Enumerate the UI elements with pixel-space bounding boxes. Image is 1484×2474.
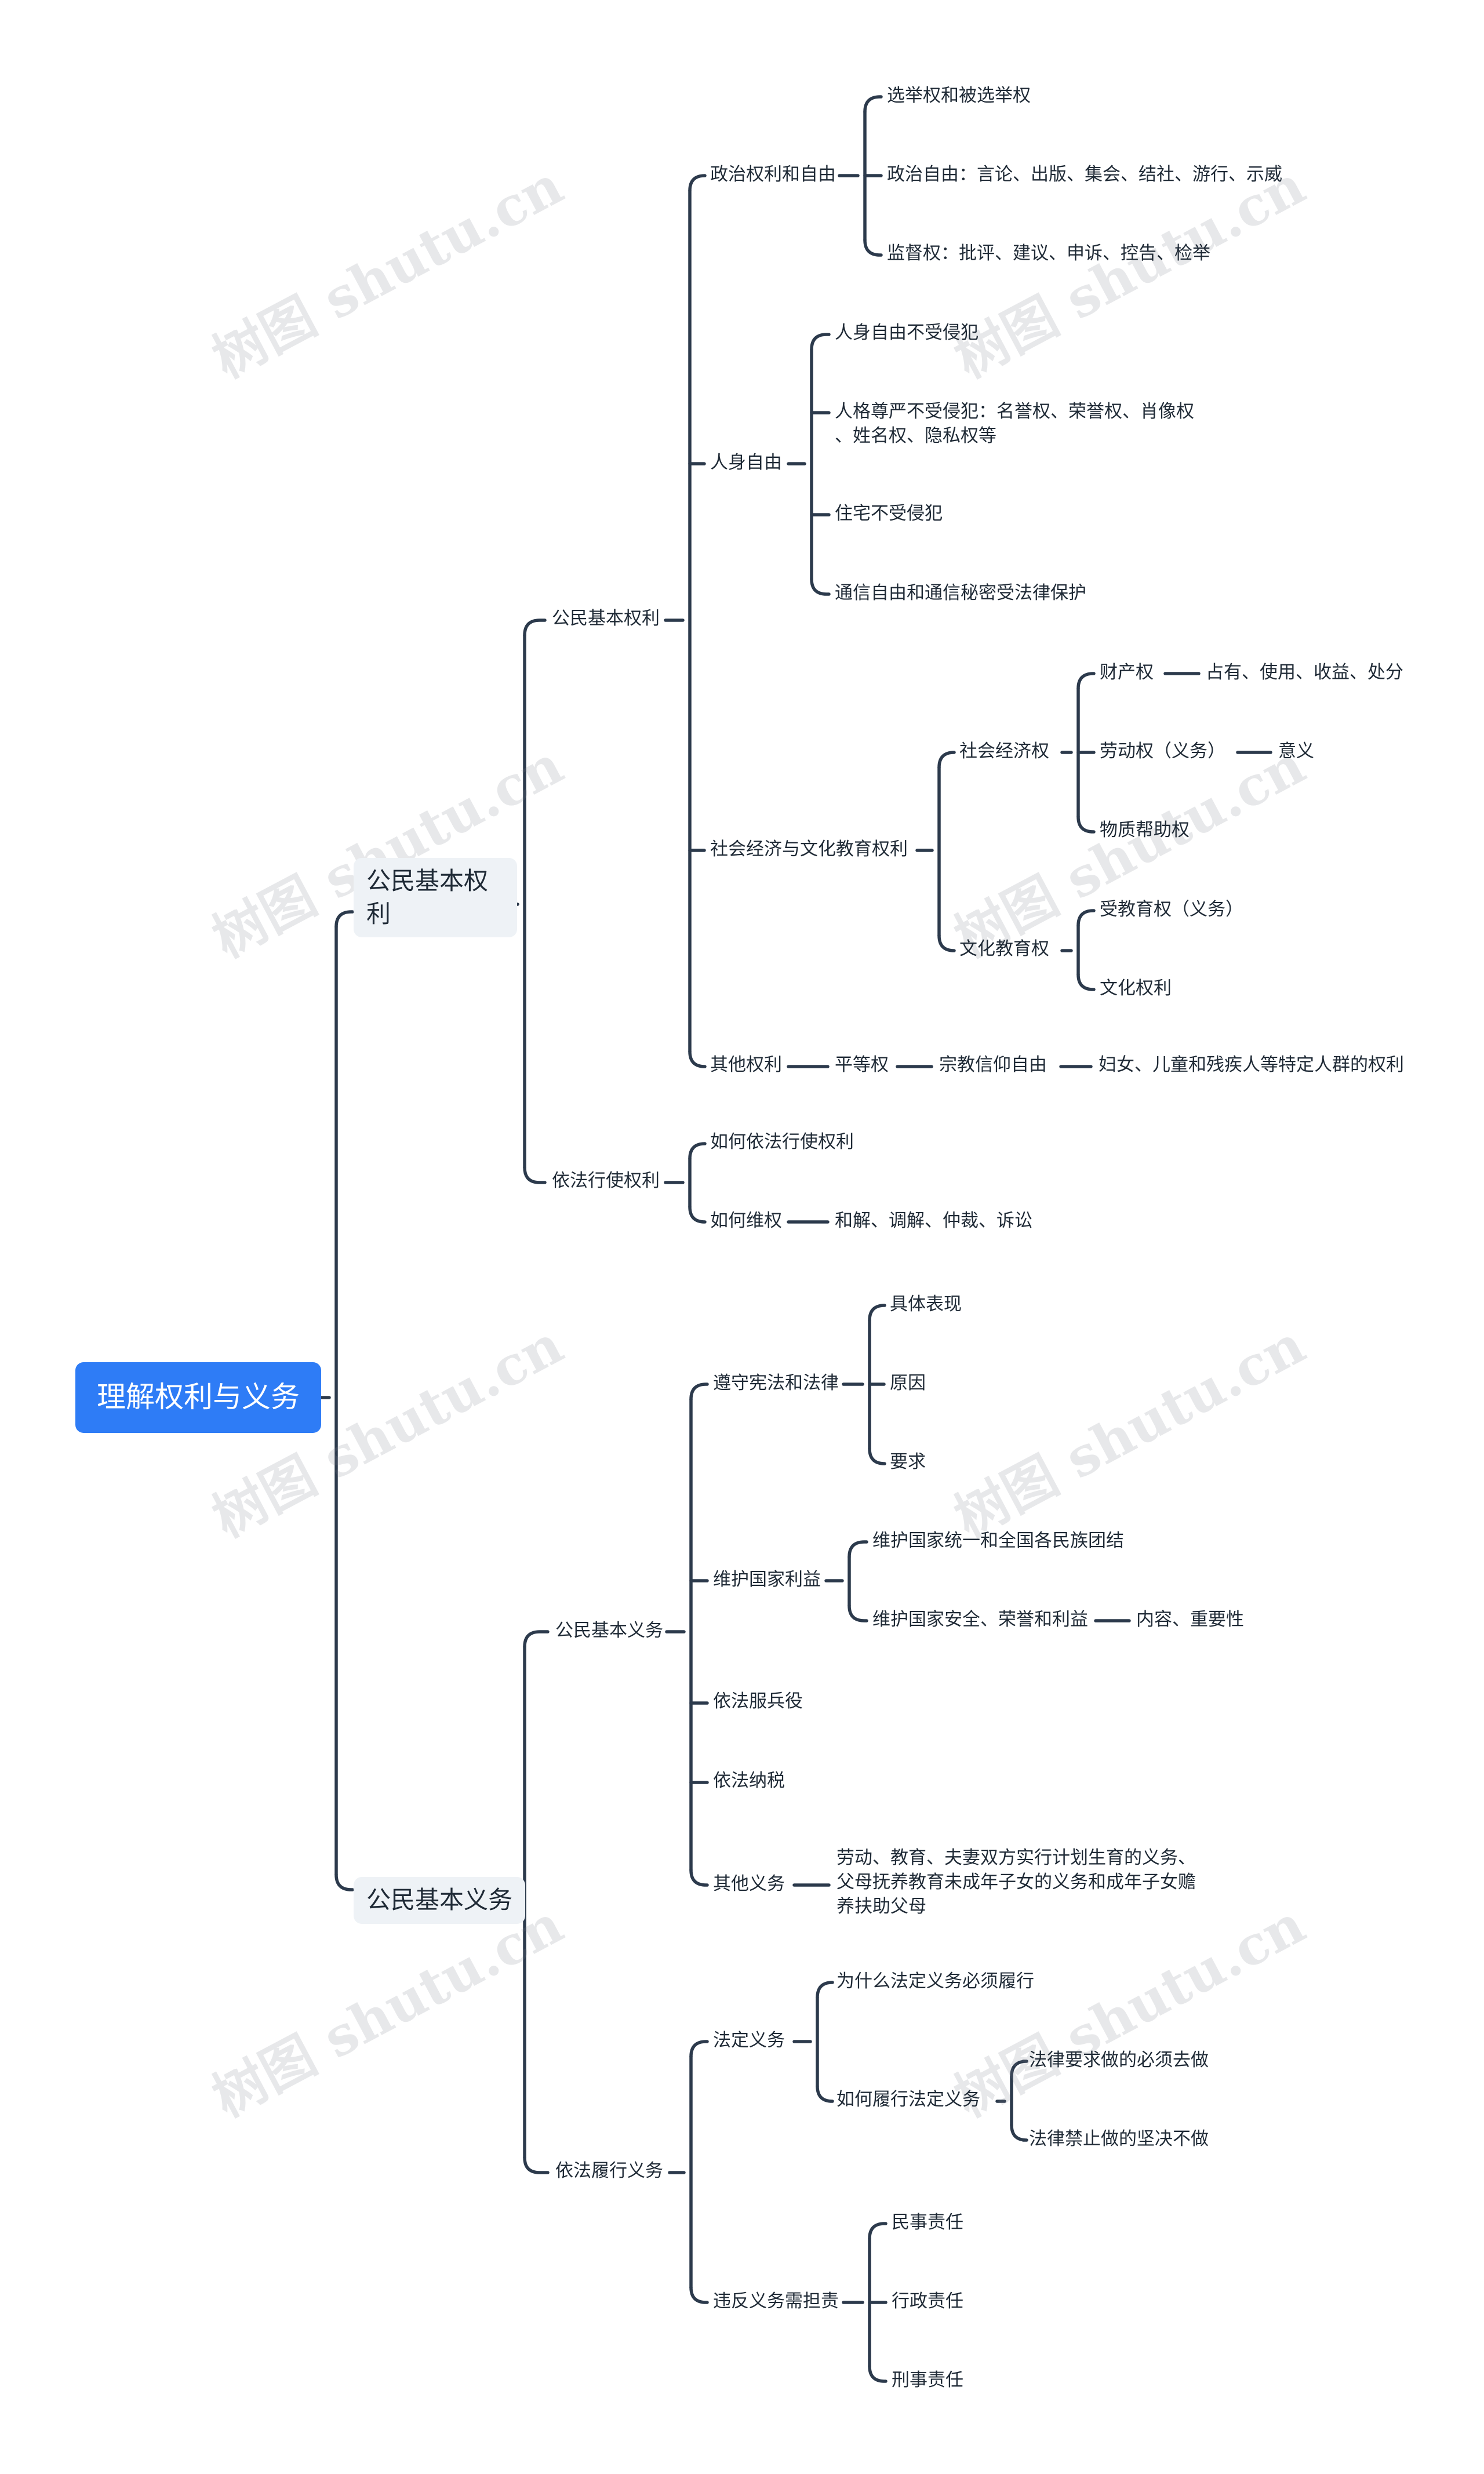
node-must-do[interactable]: 法律要求做的必须去做 [1029, 2050, 1209, 2071]
connector [1076, 672, 1096, 690]
topic-civil-rights[interactable]: 公民基本权 利 [354, 858, 517, 938]
node-obey-reason[interactable]: 原因 [890, 1373, 926, 1394]
connector [810, 333, 831, 351]
node-obey-show[interactable]: 具体表现 [890, 1294, 962, 1315]
node-culture[interactable]: 文化权利 [1100, 978, 1172, 999]
topic-label-line2: 利 [366, 899, 391, 928]
connector [689, 2040, 709, 2058]
node-how-perform[interactable]: 如何履行法定义务 [836, 2089, 980, 2110]
connector [863, 95, 883, 114]
node-labor-detail[interactable]: 意义 [1278, 741, 1314, 762]
node-national-interest[interactable]: 维护国家利益 [713, 1569, 821, 1590]
node-violate[interactable]: 违反义务需担责 [713, 2291, 839, 2312]
node-political-freedom[interactable]: 政治自由：言论、出版、集会、结社、游行、示威 [887, 164, 1282, 185]
other-duties-line2: 父母抚养教育未成年子女的义务和成年子女赡 [836, 1871, 1196, 1893]
connector [689, 2286, 709, 2304]
node-supervise[interactable]: 监督权：批评、建议、申诉、控告、检举 [887, 243, 1210, 264]
node-forbid[interactable]: 法律禁止做的坚决不做 [1029, 2129, 1209, 2149]
node-dignity-line1: 人格尊严不受侵犯：名誉权、荣誉权、肖像权 [835, 401, 1194, 422]
node-tax[interactable]: 依法纳税 [713, 1770, 785, 1791]
connector [1010, 2123, 1028, 2142]
node-basic-rights[interactable]: 公民基本权利 [552, 608, 660, 629]
node-security-detail[interactable]: 内容、重要性 [1136, 1609, 1244, 1630]
node-special-groups[interactable]: 妇女、儿童和残疾人等特定人群的权利 [1099, 1054, 1404, 1075]
node-culture-edu[interactable]: 文化教育权 [959, 938, 1049, 959]
connector [868, 2364, 888, 2383]
node-basic-duties[interactable]: 公民基本义务 [555, 1620, 663, 1641]
node-body-freedom[interactable]: 人身自由不受侵犯 [835, 322, 979, 343]
connector [688, 1050, 707, 1068]
connector [523, 1630, 550, 1649]
node-how-exercise[interactable]: 如何依法行使权利 [710, 1132, 854, 1152]
connector [334, 1873, 354, 1891]
connector [863, 238, 883, 257]
node-security[interactable]: 维护国家安全、荣誉和利益 [872, 1609, 1088, 1630]
connector [868, 2222, 888, 2240]
node-property-detail[interactable]: 占有、使用、收益、处分 [1206, 662, 1403, 683]
node-communication[interactable]: 通信自由和通信秘密受法律保护 [835, 583, 1086, 603]
connector [689, 1868, 709, 1887]
connector [816, 1981, 834, 1999]
node-dignity-line2: 、姓名权、隐私权等 [835, 425, 996, 446]
node-other-duties-detail[interactable]: 劳动、教育、夫妻双方实行计划生育的义务、 父母抚养教育未成年子女的义务和成年子女… [836, 1846, 1196, 1919]
connector [689, 1382, 709, 1401]
node-military[interactable]: 依法服兵役 [713, 1691, 803, 1712]
connector [937, 751, 956, 769]
connector [848, 1604, 868, 1622]
node-exercise-rights[interactable]: 依法行使权利 [552, 1170, 660, 1191]
connector [1076, 973, 1096, 991]
node-education[interactable]: 受教育权（义务） [1100, 899, 1243, 920]
node-obey-law[interactable]: 遵守宪法和法律 [713, 1373, 839, 1394]
node-socio-econ[interactable]: 社会经济权 [959, 741, 1049, 762]
node-socio-rights[interactable]: 社会经济与文化教育权利 [710, 839, 908, 860]
connector [868, 1447, 886, 1465]
connector [810, 577, 831, 596]
node-labor[interactable]: 劳动权（义务） [1100, 741, 1225, 762]
other-duties-line1: 劳动、教育、夫妻双方实行计划生育的义务、 [836, 1847, 1196, 1868]
node-vote[interactable]: 选举权和被选举权 [887, 85, 1031, 106]
node-equality[interactable]: 平等权 [835, 1054, 889, 1075]
connector [523, 1166, 547, 1184]
node-civil-liability[interactable]: 民事责任 [892, 2212, 963, 2233]
connector [1076, 815, 1096, 834]
connector [688, 174, 707, 192]
connector [848, 1540, 868, 1559]
node-obey-requirement[interactable]: 要求 [890, 1451, 926, 1472]
connector [1010, 2060, 1028, 2078]
topic-civil-duties[interactable]: 公民基本义务 [354, 1877, 526, 1924]
node-admin-liability[interactable]: 行政责任 [892, 2291, 963, 2312]
connector [688, 1142, 707, 1160]
node-other-rights[interactable]: 其他权利 [710, 1054, 782, 1075]
node-legal-duties[interactable]: 法定义务 [713, 2030, 785, 2051]
node-home[interactable]: 住宅不受侵犯 [835, 503, 943, 524]
other-duties-line3: 养扶助父母 [836, 1895, 926, 1917]
node-protect-detail[interactable]: 和解、调解、仲裁、诉讼 [835, 1210, 1032, 1231]
topic-label-line1: 公民基本权 [366, 867, 489, 895]
node-other-duties[interactable]: 其他义务 [713, 1873, 785, 1894]
connector [868, 1304, 886, 1322]
node-material[interactable]: 物质帮助权 [1100, 820, 1190, 841]
node-perform-duties[interactable]: 依法履行义务 [555, 2160, 663, 2181]
connector [937, 934, 956, 952]
connector [523, 2156, 550, 2174]
connector [523, 618, 547, 637]
node-personal-freedom[interactable]: 人身自由 [710, 452, 782, 473]
connector [334, 910, 354, 929]
node-why-perform[interactable]: 为什么法定义务必须履行 [836, 1971, 1034, 1992]
node-criminal-liability[interactable]: 刑事责任 [892, 2370, 963, 2391]
connector [688, 1205, 707, 1224]
node-unity[interactable]: 维护国家统一和全国各民族团结 [872, 1530, 1124, 1551]
node-dignity[interactable]: 人格尊严不受侵犯：名誉权、荣誉权、肖像权 、姓名权、隐私权等 [835, 400, 1194, 449]
root-topic[interactable]: 理解权利与义务 [75, 1362, 321, 1433]
connector [816, 2084, 834, 2103]
node-how-protect[interactable]: 如何维权 [710, 1210, 782, 1231]
node-political-rights[interactable]: 政治权利和自由 [710, 164, 836, 185]
connector [1076, 909, 1096, 927]
node-property[interactable]: 财产权 [1100, 662, 1154, 683]
node-religion[interactable]: 宗教信仰自由 [939, 1054, 1047, 1075]
